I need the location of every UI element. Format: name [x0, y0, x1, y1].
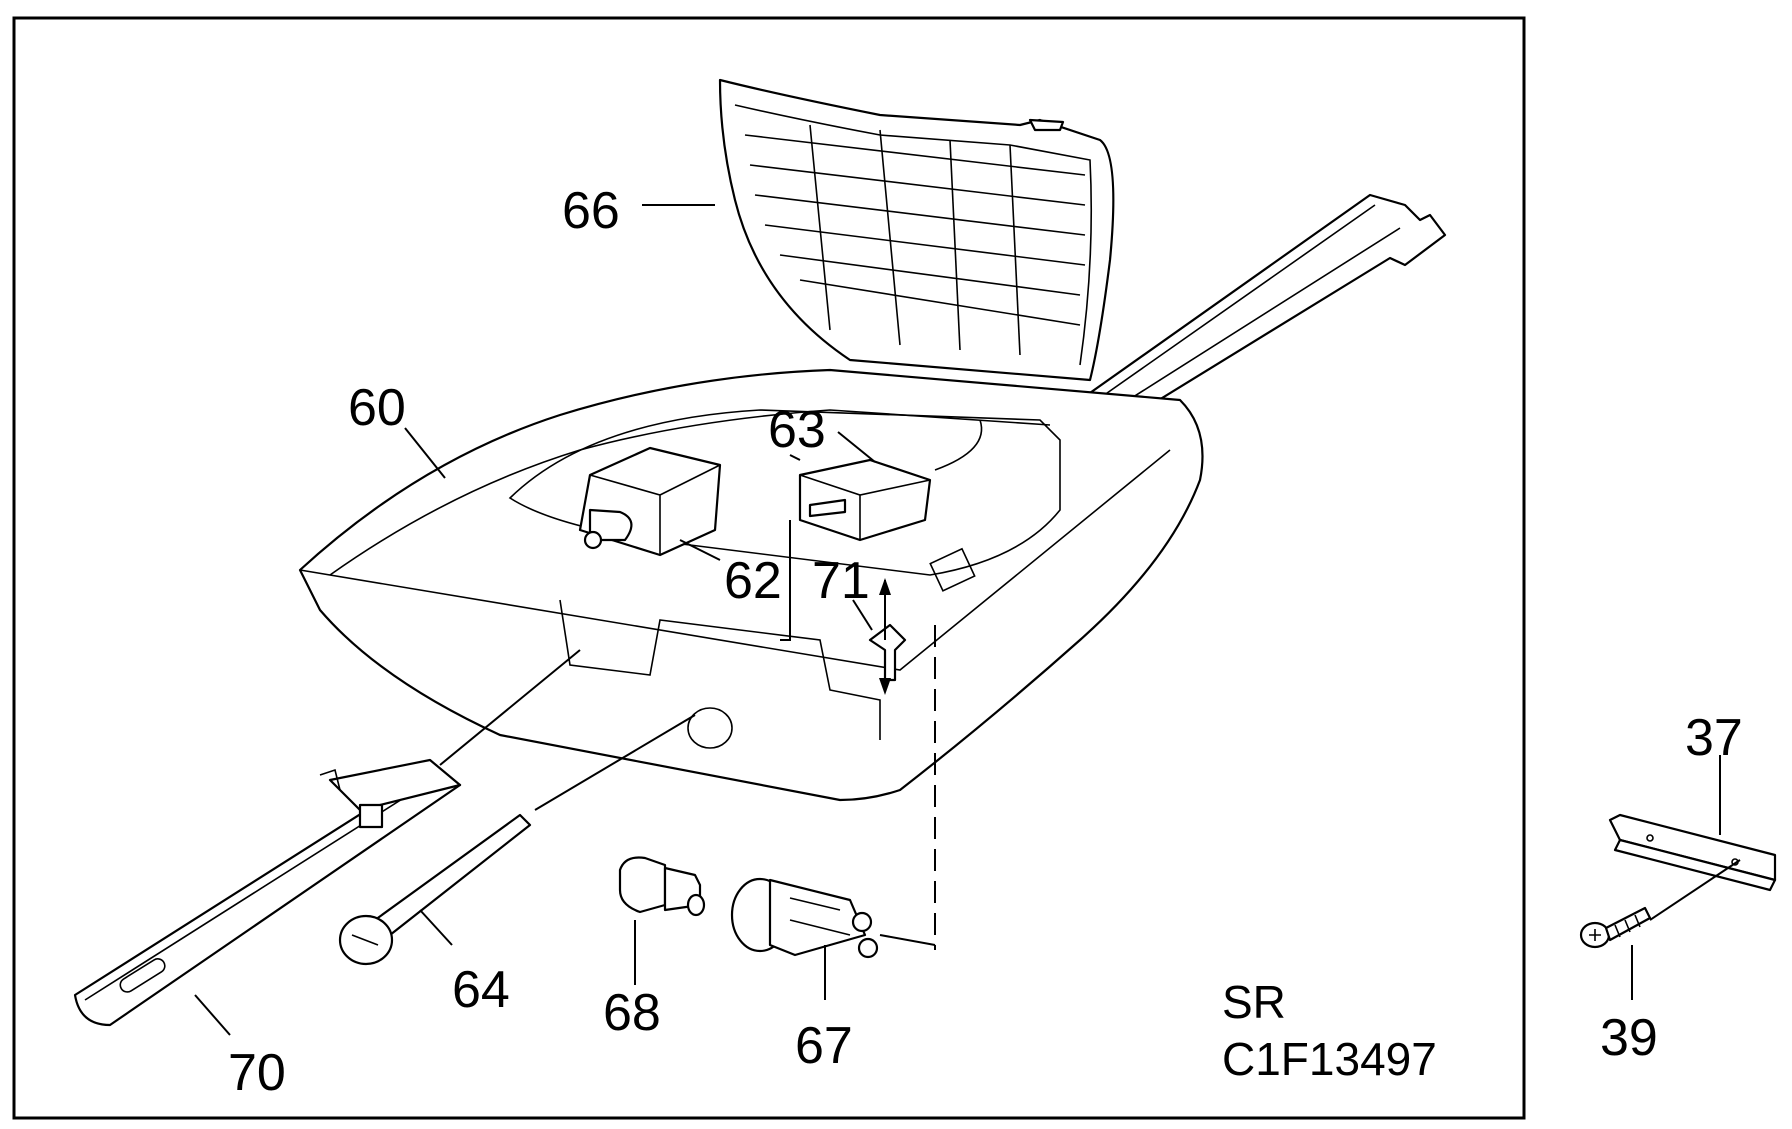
slide-rail	[73, 758, 462, 1027]
switch-component	[578, 446, 722, 557]
callout-leaders	[194, 204, 1741, 1036]
pin-component	[338, 813, 532, 966]
bracket-component	[1608, 813, 1777, 892]
housing-rear-arm	[1078, 193, 1447, 432]
module-box	[798, 419, 983, 542]
drawing-code-line1: SR	[1222, 976, 1286, 1028]
screw-component	[1579, 906, 1652, 949]
diagram-frame	[12, 16, 1526, 1120]
callout-70: 70	[228, 1044, 286, 1102]
callout-37: 37	[1685, 709, 1743, 767]
callout-39: 39	[1600, 1009, 1658, 1067]
callout-62: 62	[724, 552, 782, 610]
callout-71: 71	[812, 552, 870, 610]
callout-60: 60	[348, 379, 406, 437]
drawing-code-line2: C1F13497	[1222, 1033, 1437, 1085]
connector-component	[730, 877, 879, 959]
callout-67: 67	[795, 1017, 853, 1075]
callout-66: 66	[562, 182, 620, 240]
fitting-component	[618, 856, 706, 917]
housing-body	[298, 368, 1204, 802]
grille-lid	[718, 78, 1115, 382]
callout-63: 63	[768, 401, 826, 459]
explosion-lines	[439, 454, 936, 950]
callout-68: 68	[603, 984, 661, 1042]
callout-64: 64	[452, 961, 510, 1019]
clip-component	[868, 578, 907, 695]
